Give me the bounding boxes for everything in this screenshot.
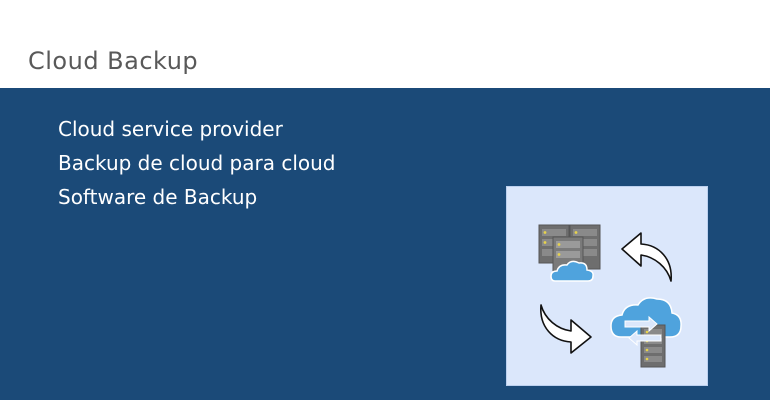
bullet-item: Cloud service provider	[58, 117, 283, 141]
slide-content: Cloud service provider Backup de cloud p…	[0, 88, 770, 400]
bullet-item: Software de Backup	[58, 185, 258, 209]
slide-header: Cloud Backup	[0, 0, 770, 88]
slide-title: Cloud Backup	[28, 47, 199, 75]
cloud-transfer-icon	[610, 297, 682, 368]
curved-arrow-up-left-icon	[621, 232, 672, 282]
curved-arrow-down-right-icon	[540, 304, 592, 354]
cloud-backup-illustration	[506, 186, 708, 386]
server-cloud-icon	[538, 224, 601, 282]
bullet-list: Cloud service provider Backup de cloud p…	[58, 112, 336, 214]
bullet-item: Backup de cloud para cloud	[58, 151, 336, 175]
illustration-canvas	[538, 224, 682, 368]
